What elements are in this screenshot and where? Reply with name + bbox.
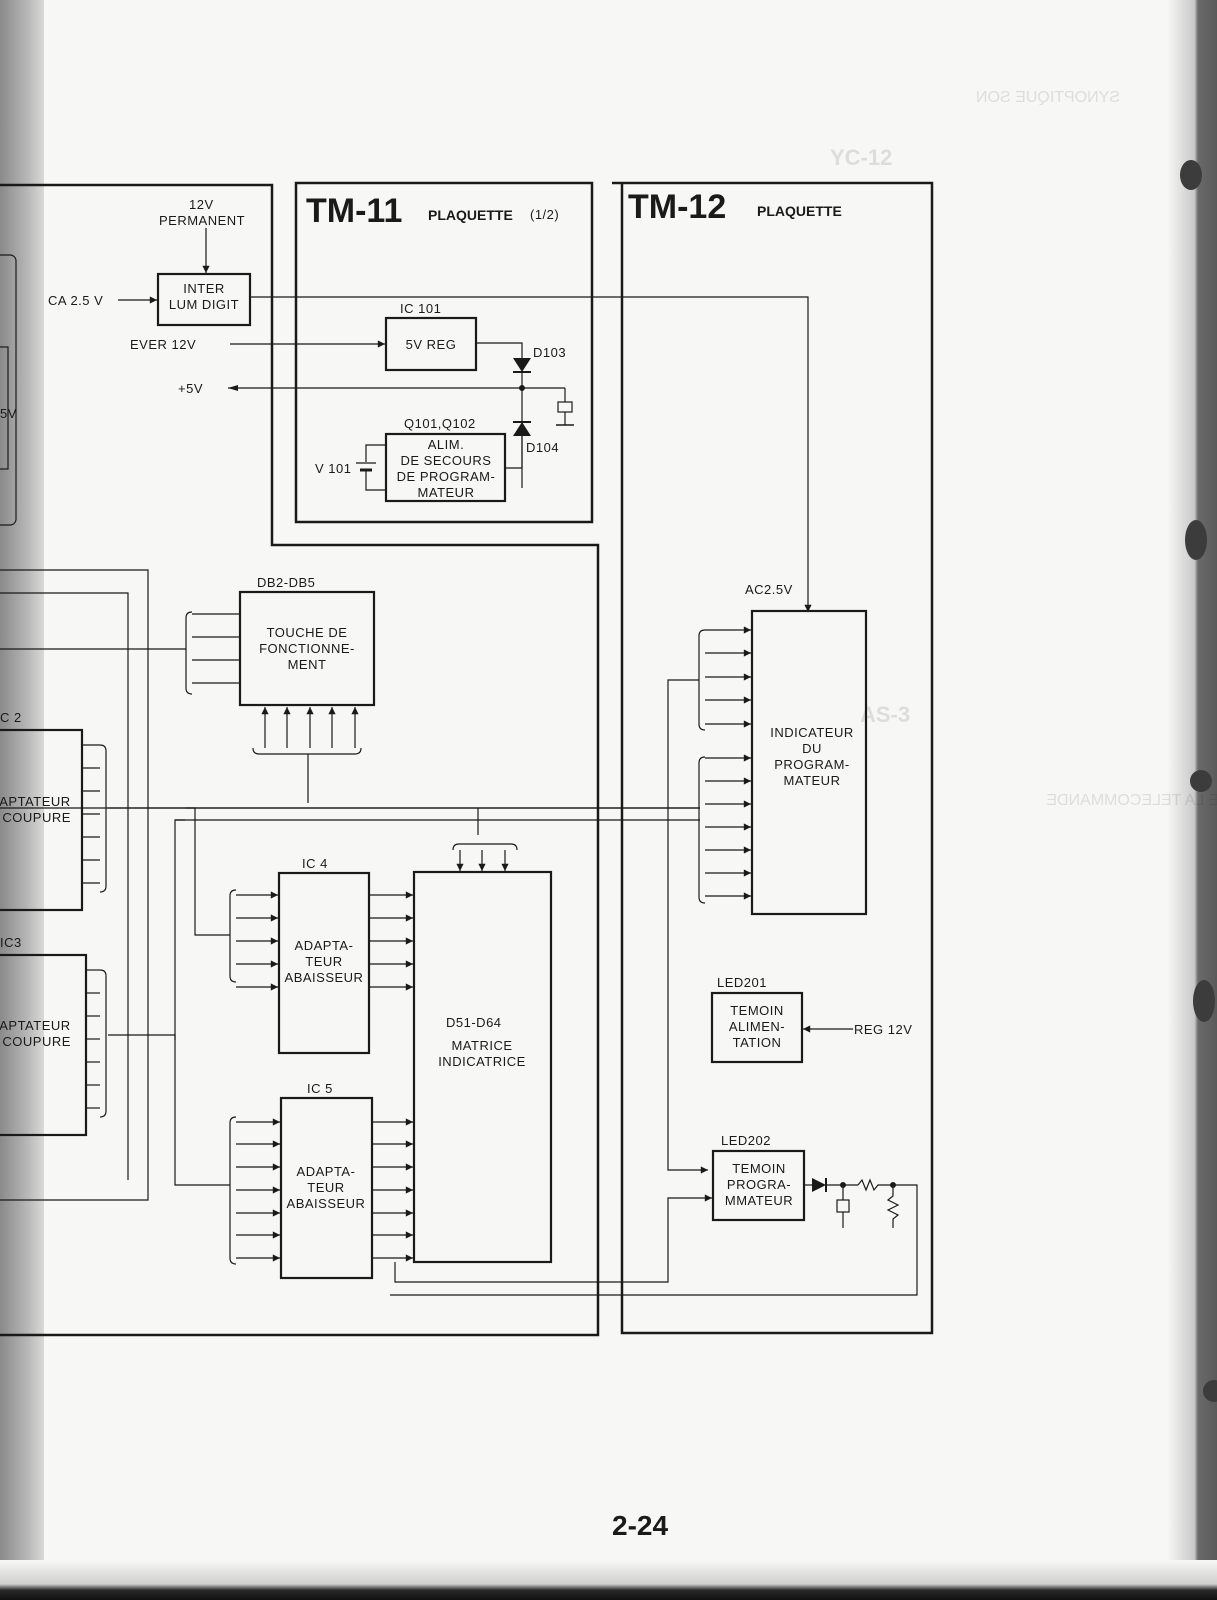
d51-label: INDICATRICE bbox=[438, 1054, 526, 1069]
q101-label: DE SECOURS bbox=[401, 453, 492, 468]
ic101-ref: IC 101 bbox=[400, 301, 441, 316]
led202-label: TEMOIN bbox=[732, 1161, 786, 1176]
signal-ac25v: AC2.5V bbox=[745, 582, 793, 597]
led201-label: TATION bbox=[733, 1035, 782, 1050]
db2-block bbox=[238, 590, 376, 707]
tm11-fraction: (1/2) bbox=[530, 207, 559, 222]
binder-hole bbox=[1193, 980, 1215, 1022]
ic5-label: TEUR bbox=[307, 1180, 344, 1195]
db2-ref: DB2-DB5 bbox=[257, 575, 315, 590]
d103-label: D103 bbox=[533, 345, 566, 360]
binder-hole bbox=[1203, 1380, 1217, 1402]
db2-label: FONCTIONNE- bbox=[259, 641, 355, 656]
d51-block bbox=[412, 870, 553, 1264]
ic4-label: ADAPTA- bbox=[295, 938, 354, 953]
signal-permanent: PERMANENT bbox=[159, 213, 245, 228]
ic101-block bbox=[384, 316, 478, 372]
d51-ref: D51-D64 bbox=[446, 1015, 502, 1030]
q101-label: DE PROGRAM- bbox=[397, 469, 496, 484]
led202-label: MMATEUR bbox=[725, 1193, 793, 1208]
q101-label: ALIM. bbox=[428, 437, 464, 452]
ic4-block bbox=[277, 871, 371, 1055]
signal-ca25v: CA 2.5 V bbox=[48, 293, 103, 308]
signal-12v: 12V bbox=[189, 197, 214, 212]
inter_lum-label: LUM DIGIT bbox=[169, 297, 239, 312]
led201-ref: LED201 bbox=[717, 975, 767, 990]
ic5-label: ADAPTA- bbox=[297, 1164, 356, 1179]
indicateur-label: PROGRAM- bbox=[774, 757, 850, 772]
led201-label: TEMOIN bbox=[730, 1003, 784, 1018]
inter-lum-block bbox=[156, 272, 252, 327]
ic3-label: DAPTATEUR bbox=[0, 1018, 71, 1033]
ic2-block bbox=[0, 728, 84, 912]
indicateur-block bbox=[750, 609, 868, 916]
q101-ref: Q101,Q102 bbox=[404, 416, 476, 431]
tm11-subtitle: PLAQUETTE bbox=[428, 207, 513, 223]
binder-shadow bbox=[0, 0, 44, 1600]
indicateur-label: MATEUR bbox=[784, 773, 841, 788]
page-number: 2-24 bbox=[612, 1510, 668, 1541]
page-bottom-shadow bbox=[0, 1560, 1217, 1600]
signal-v101: V 101 bbox=[315, 461, 351, 476]
ic3-label: E COUPURE bbox=[0, 1034, 71, 1049]
inter_lum-label: INTER bbox=[183, 281, 225, 296]
ic4-label: ABAISSEUR bbox=[285, 970, 364, 985]
svg-text:YC-12: YC-12 bbox=[830, 145, 892, 170]
left-partial-block bbox=[0, 254, 17, 526]
led202-label: PROGRA- bbox=[727, 1177, 791, 1192]
ic4-label: TEUR bbox=[305, 954, 342, 969]
tm12-board-outline bbox=[612, 181, 934, 1335]
signal-reg12v: REG 12V bbox=[854, 1022, 912, 1037]
page-edge-shadow bbox=[1167, 0, 1217, 1600]
binder-hole bbox=[1180, 160, 1202, 190]
ic2-label: E COUPURE bbox=[0, 810, 71, 825]
ic5-block bbox=[279, 1096, 374, 1280]
ic4-ref: IC 4 bbox=[302, 856, 328, 871]
left-partial-label: 5V bbox=[0, 406, 17, 421]
tm11-board-outline bbox=[294, 181, 594, 524]
binder-hole bbox=[1190, 770, 1212, 792]
signal-ever12v: EVER 12V bbox=[130, 337, 196, 352]
ic5-ref: IC 5 bbox=[307, 1081, 333, 1096]
led201-block bbox=[710, 991, 804, 1064]
d104-label: D104 bbox=[526, 440, 559, 455]
signal-plus5v: +5V bbox=[178, 381, 203, 396]
binder-hole bbox=[1185, 520, 1207, 560]
svg-text:SYNOPTIQUE SON: SYNOPTIQUE SON bbox=[976, 89, 1120, 106]
db2-label: MENT bbox=[288, 657, 327, 672]
ic2-ref: C 2 bbox=[0, 710, 22, 725]
tm12-title: TM-12 bbox=[628, 188, 726, 226]
ic2-label: DAPTATEUR bbox=[0, 794, 71, 809]
indicateur-label: DU bbox=[802, 741, 822, 756]
bleed-through-text: SYNOPTIQUE SON DIAGRAMME OF TEMPS DE LA … bbox=[830, 89, 1217, 809]
db2-label: TOUCHE DE bbox=[267, 625, 348, 640]
led201-label: ALIMEN- bbox=[729, 1019, 785, 1034]
q101-block bbox=[384, 432, 507, 503]
ic101-label: 5V REG bbox=[406, 337, 457, 352]
svg-text:AS-3: AS-3 bbox=[860, 702, 910, 727]
indicateur-label: INDICATEUR bbox=[770, 725, 853, 740]
tm12-subtitle: PLAQUETTE bbox=[757, 203, 842, 219]
svg-text:DIAGRAMME OF TEMPS DE LA TELEC: DIAGRAMME OF TEMPS DE LA TELECOMMANDE bbox=[1046, 792, 1217, 809]
q101-label: MATEUR bbox=[418, 485, 475, 500]
tm11-title: TM-11 bbox=[306, 192, 402, 230]
ic5-label: ABAISSEUR bbox=[287, 1196, 366, 1211]
led202-ref: LED202 bbox=[721, 1133, 771, 1148]
ic3-block bbox=[0, 953, 88, 1137]
left-board-outline bbox=[0, 183, 600, 1337]
left-partial-block-inner bbox=[0, 346, 9, 470]
d51-label: MATRICE bbox=[451, 1038, 512, 1053]
ic3-ref: IC3 bbox=[0, 935, 22, 950]
